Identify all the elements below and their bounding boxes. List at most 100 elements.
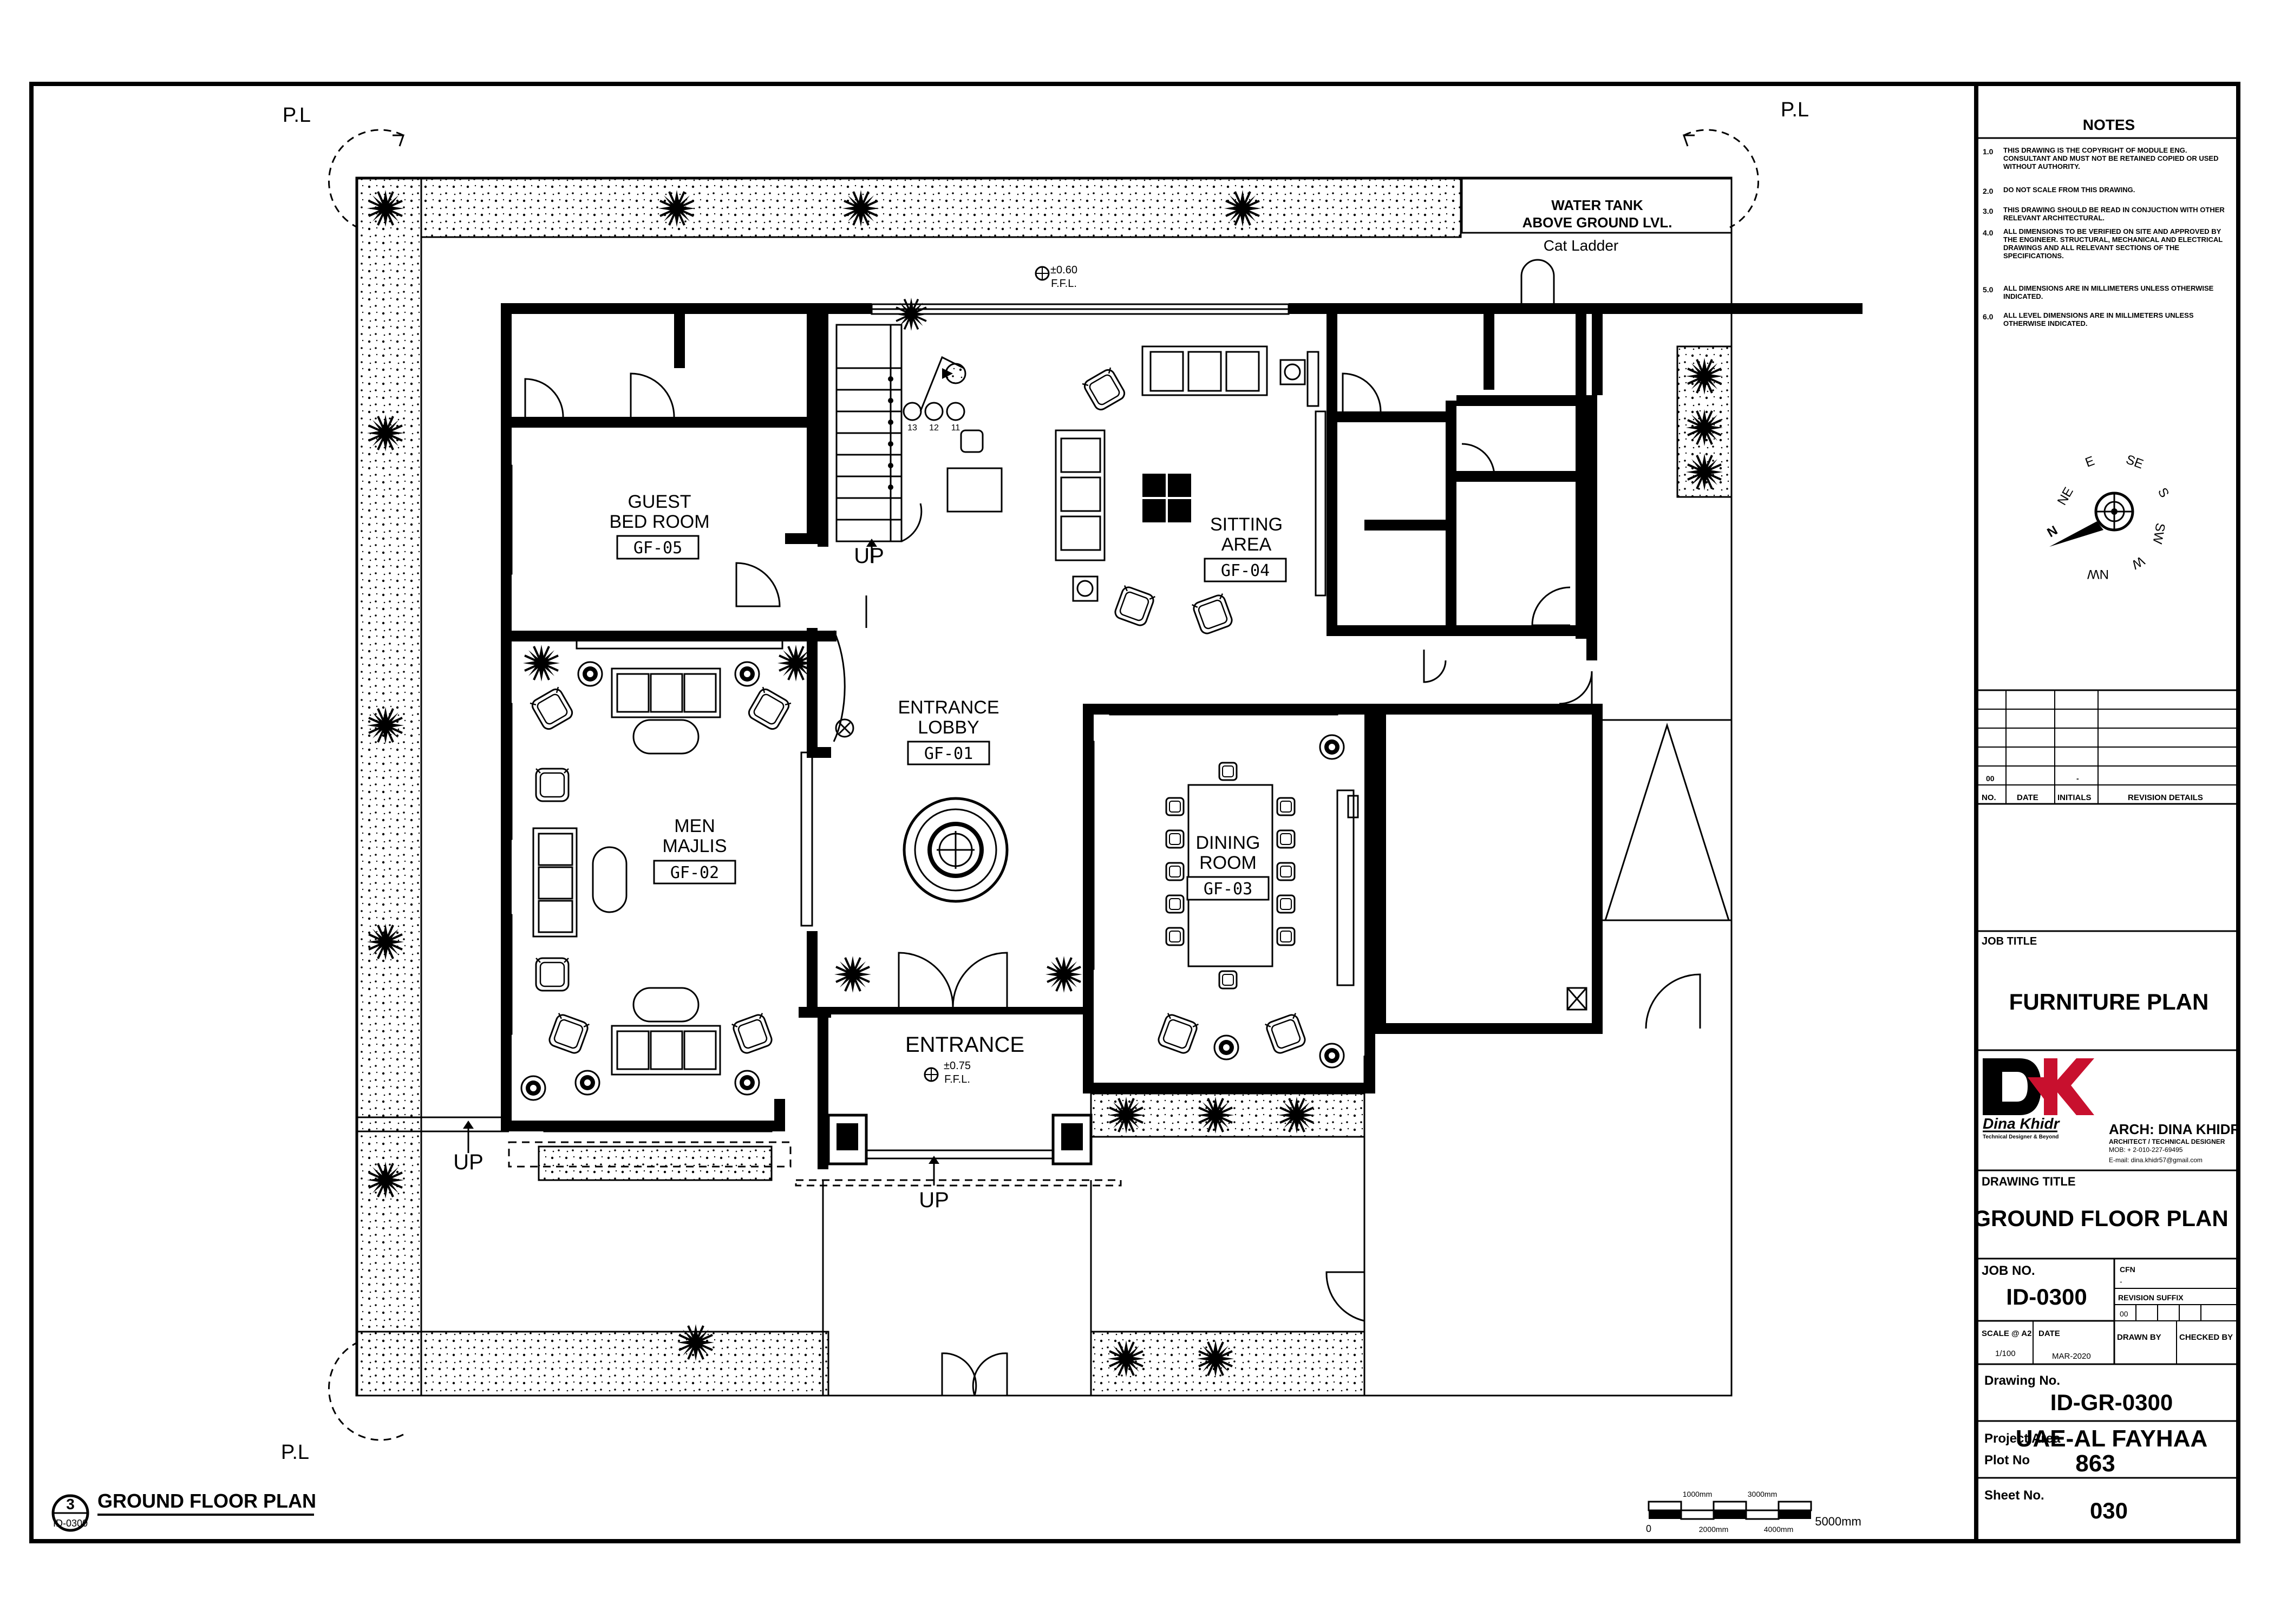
view-ref: ID-0300 (53, 1518, 88, 1529)
compass-nw: NW (2087, 567, 2109, 581)
scale-top-1000: 1000mm (1683, 1490, 1712, 1498)
revision-suffix: 00 (2120, 1309, 2128, 1318)
north-compass: N NE E SE S SW W NW (2045, 452, 2172, 581)
revision-row-no: 00 (1986, 774, 1995, 783)
note-3-num: 3.0 (1983, 207, 1994, 215)
compass-e: E (2083, 454, 2096, 470)
note-2-text: DO NOT SCALE FROM THIS DRAWING. (2003, 186, 2135, 194)
cat-ladder-symbol (1520, 259, 1555, 303)
revision-header-initials: INITIALS (2057, 793, 2092, 802)
date-label: DATE (2038, 1329, 2060, 1338)
room-name-dining-1: DINING (1196, 833, 1260, 853)
scale-bottom-2000: 2000mm (1699, 1525, 1728, 1534)
compass-w: W (2129, 553, 2147, 572)
job-title-label: JOB TITLE (1982, 935, 2037, 947)
revision-header-date: DATE (2017, 793, 2038, 802)
room-code-sitting: GF-04 (1221, 561, 1270, 580)
plot-no-label: Plot No (1984, 1453, 2030, 1468)
note-4-text: ALL DIMENSIONS TO BE VERIFIED ON SITE AN… (2003, 227, 2223, 260)
scale-bottom-0: 0 (1646, 1523, 1651, 1534)
water-tank-label: WATER TANK (1551, 197, 1643, 213)
room-name-dining-2: ROOM (1199, 853, 1257, 873)
notes-heading: NOTES (2083, 116, 2135, 133)
up-label-stair: UP (854, 544, 884, 568)
job-no-label: JOB NO. (1982, 1263, 2035, 1278)
compass-s: S (2155, 486, 2172, 500)
staircase (835, 324, 966, 542)
building-walls (501, 303, 1863, 1169)
cat-ladder-label: Cat Ladder (1544, 237, 1619, 254)
project-area: UAE-AL FAYHAA (2016, 1425, 2208, 1452)
project-area-label: Project Area (1984, 1431, 2061, 1446)
windows (501, 303, 1338, 1132)
drawing-title: GROUND FLOOR PLAN (1973, 1206, 2228, 1231)
note-5-text: ALL DIMENSIONS ARE IN MILLIMETERS UNLESS… (2003, 284, 2214, 300)
level-entrance-value: ±0.75 (944, 1060, 971, 1072)
up-label-entrance: UP (919, 1188, 949, 1212)
plot-no: 863 (2075, 1450, 2115, 1477)
pl-label-bottom-left: P.L (281, 1441, 309, 1464)
up-label-majlis: UP (453, 1150, 483, 1174)
dining-furniture (1156, 734, 1359, 1069)
property-line-markers (328, 129, 1760, 1441)
architect-mob: MOB: + 2-010-227-69495 (2109, 1146, 2183, 1154)
scale-top-3000: 3000mm (1748, 1490, 1777, 1498)
entrance-label: ENTRANCE (905, 1033, 1024, 1057)
stair-number-3: 11 (951, 423, 960, 433)
architect-name: ARCH: DINA KHIDR (2109, 1121, 2240, 1137)
entrance-lobby-features (833, 630, 1083, 994)
scale-bottom-5000: 5000mm (1815, 1515, 1861, 1528)
note-2-num: 2.0 (1983, 187, 1994, 195)
job-title: FURNITURE PLAN (2009, 989, 2209, 1014)
cfn-value: - (2120, 1277, 2122, 1286)
room-name-lobby-2: LOBBY (918, 717, 979, 738)
room-name-sitting-2: AREA (1221, 534, 1272, 555)
stair-number-1: 13 (907, 423, 917, 433)
scale-label: SCALE @ A2 (1982, 1329, 2031, 1338)
sitting-area-furniture (893, 297, 1319, 636)
view-number: 3 (66, 1496, 75, 1512)
room-code-majlis: GF-02 (670, 863, 719, 882)
stair-number-2: 12 (929, 423, 939, 433)
revision-suffix-label: REVISION SUFFIX (2118, 1293, 2184, 1302)
scale-value: 1/100 (1995, 1349, 2016, 1358)
compass-sw: SW (2149, 522, 2167, 545)
view-title: 3 ID-0300 GROUND FLOOR PLAN (51, 1490, 316, 1532)
note-3-text: THIS DRAWING SHOULD BE READ IN CONJUCTIO… (2003, 206, 2225, 222)
checked-by-label: CHECKED BY (2179, 1333, 2233, 1342)
compass-n: N (2045, 523, 2061, 540)
revision-row-initials: - (2076, 774, 2079, 783)
room-name-majlis-2: MAJLIS (662, 836, 727, 856)
pl-label-top-right: P.L (1781, 99, 1809, 121)
room-name-guest-2: BED ROOM (609, 512, 709, 532)
revision-table: 00 - NO. DATE INITIALS REVISION DETAILS (1976, 689, 2238, 805)
revision-header-no: NO. (1982, 793, 1996, 802)
room-code-lobby: GF-01 (924, 744, 973, 763)
sheet-border (29, 82, 2240, 1543)
plot-boundary (355, 176, 1733, 1397)
compass-se: SE (2124, 452, 2145, 472)
note-5-num: 5.0 (1983, 285, 1994, 294)
doors (524, 372, 1701, 1396)
sheet-no-label: Sheet No. (1984, 1488, 2044, 1503)
architect-email: E-mail: dina.khidr57@gmail.com (2109, 1156, 2203, 1164)
sheet-no: 030 (2090, 1498, 2128, 1523)
majlis-furniture (520, 644, 815, 1101)
view-title-text: GROUND FLOOR PLAN (97, 1490, 316, 1512)
room-name-lobby-1: ENTRANCE (898, 697, 999, 718)
dk-logo: Dina Khidr Technical Designer & Beyond (1983, 1058, 2094, 1140)
note-6-text: ALL LEVEL DIMENSIONS ARE IN MILLIMETERS … (2003, 311, 2194, 328)
revision-header-details: REVISION DETAILS (2128, 793, 2203, 802)
logo-name: Dina Khidr (1983, 1115, 2061, 1132)
note-6-num: 6.0 (1983, 312, 1994, 321)
note-1-text: THIS DRAWING IS THE COPYRIGHT OF MODULE … (2003, 146, 2219, 171)
title-block: NOTES 1.0 THIS DRAWING IS THE COPYRIGHT … (1973, 116, 2240, 1523)
pl-label-top-left: P.L (283, 104, 311, 127)
scale-bar: 1000mm 3000mm 0 2000mm 4000mm 5000mm (1646, 1490, 1861, 1534)
drawn-by-label: DRAWN BY (2117, 1333, 2161, 1342)
drawing-no: ID-GR-0300 (2050, 1390, 2173, 1415)
room-labels: GUEST BED ROOM GF-05 SITTING AREA GF-04 … (609, 492, 1287, 1057)
note-1-num: 1.0 (1983, 147, 1994, 156)
compass-ne: NE (2055, 485, 2076, 508)
